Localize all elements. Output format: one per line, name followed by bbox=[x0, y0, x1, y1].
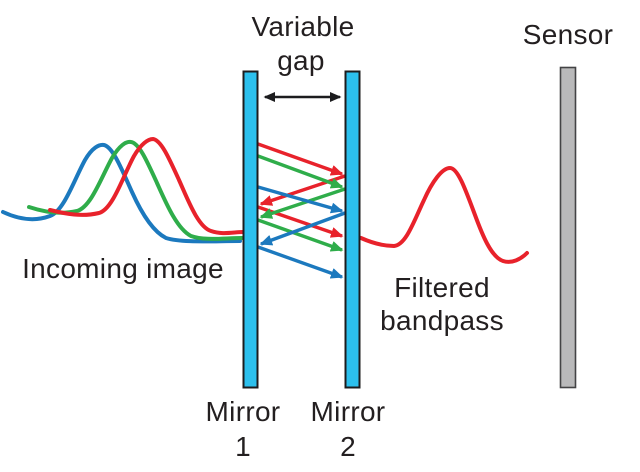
mirror-1-label-line2: 1 bbox=[235, 431, 251, 462]
filtered-bandpass-label-line2: bandpass bbox=[380, 305, 504, 336]
beam-blue-segment-1 bbox=[257, 185, 344, 214]
beam-green-segment-2 bbox=[259, 187, 346, 219]
incoming-curve-green bbox=[27, 139, 244, 241]
variable-gap-label-line1: Variable bbox=[251, 11, 354, 42]
sensor-label: Sensor bbox=[523, 19, 614, 50]
mirror-2-bar bbox=[344, 70, 361, 389]
beam-red-segment-1 bbox=[257, 142, 344, 176]
incoming-curve-blue bbox=[1, 142, 242, 244]
sensor-bar bbox=[559, 66, 577, 389]
beam-blue-segment-3 bbox=[257, 245, 344, 279]
cavity-beams bbox=[257, 142, 346, 279]
mirror-2-label-line2: 2 bbox=[340, 431, 356, 462]
filtered-bandpass-label-line1: Filtered bbox=[394, 272, 490, 303]
beam-green-segment-1 bbox=[257, 154, 344, 189]
filtered-bandpass-curve bbox=[359, 165, 529, 264]
variable-gap-label-line2: gap bbox=[277, 45, 325, 76]
mirror-1-label-line1: Mirror bbox=[206, 396, 281, 427]
incoming-image-label: Incoming image bbox=[22, 253, 224, 284]
incoming-curve-red bbox=[48, 136, 245, 236]
beam-blue-segment-2 bbox=[259, 211, 346, 246]
mirror-1-bar bbox=[242, 70, 259, 389]
beam-green-segment-3 bbox=[257, 218, 344, 252]
beam-red-segment-3 bbox=[257, 205, 344, 238]
mirror-2-label-line1: Mirror bbox=[311, 396, 386, 427]
